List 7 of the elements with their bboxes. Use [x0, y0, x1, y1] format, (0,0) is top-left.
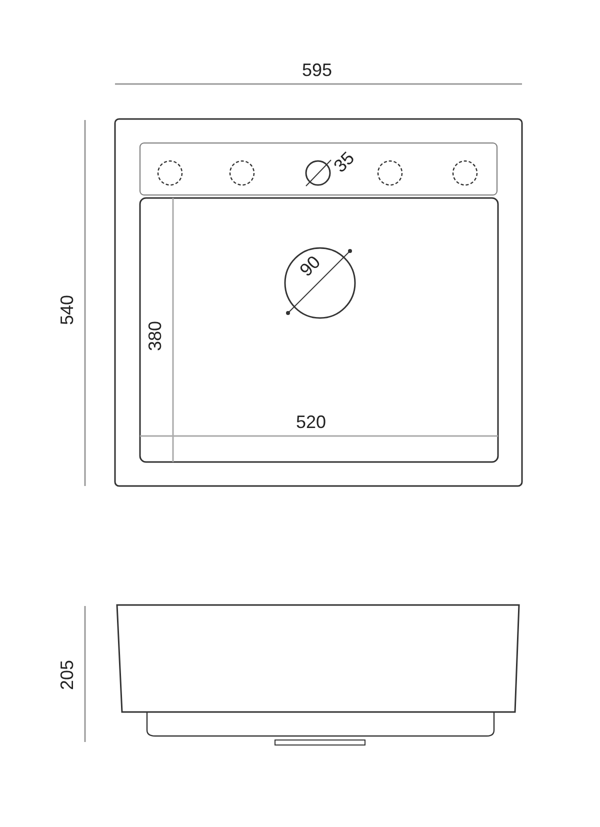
- dimension-label: 205: [57, 660, 78, 690]
- dimension-label: 90: [296, 252, 324, 280]
- dimension-label: 540: [57, 294, 78, 326]
- dimension-label: 595: [302, 60, 332, 80]
- dimension-label: 520: [296, 412, 326, 432]
- dimension-label: 380: [145, 320, 166, 352]
- dimension-label: 35: [330, 148, 358, 176]
